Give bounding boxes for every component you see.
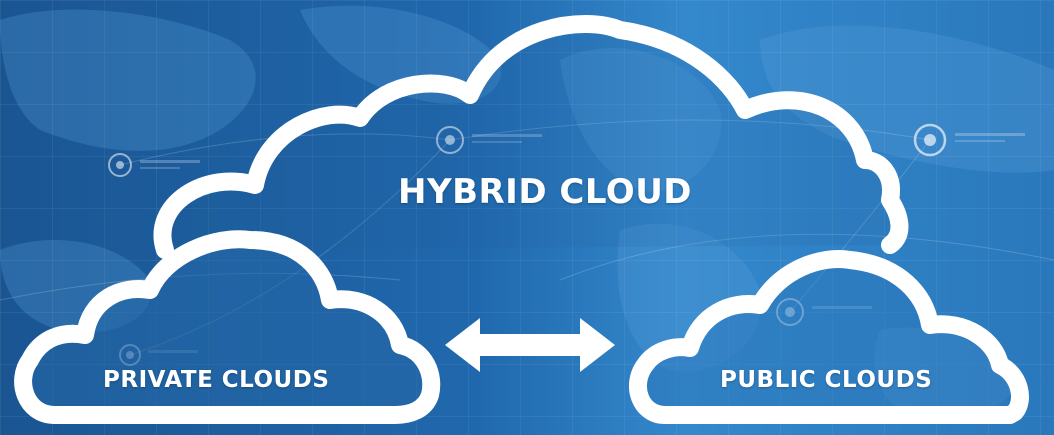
private-cloud-shape xyxy=(14,230,441,424)
private-clouds-label: PRIVATE CLOUDS xyxy=(103,367,330,393)
bidirectional-arrow-icon xyxy=(445,318,615,372)
hybrid-cloud-shape xyxy=(153,15,909,259)
public-clouds-label: PUBLIC CLOUDS xyxy=(720,367,933,393)
node-icon xyxy=(913,123,1025,157)
public-cloud-shape xyxy=(628,250,1029,424)
hybrid-cloud-label: HYBRID CLOUD xyxy=(398,172,693,212)
node-icon xyxy=(108,153,200,177)
node-icon xyxy=(436,126,542,154)
